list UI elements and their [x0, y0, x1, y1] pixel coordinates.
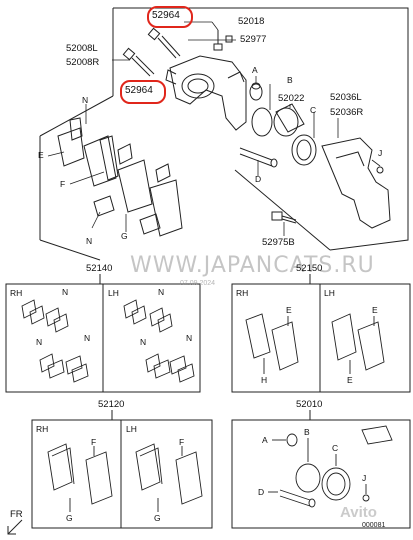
main-assembly-frame — [39, 7, 409, 261]
piston-seal-b — [251, 107, 273, 137]
kit-52120-code: 52120 — [98, 399, 125, 410]
kit-52140-n3: N — [84, 333, 91, 343]
kit-52140-code: 52140 — [86, 263, 113, 274]
kit-52010-code: 52010 — [296, 399, 323, 410]
avito-watermark: Avito — [340, 504, 377, 521]
label-g-top: G — [121, 231, 128, 241]
kit-52140-n5: N — [140, 337, 147, 347]
caliper-body — [165, 55, 247, 131]
kit-52150-e3: E — [347, 375, 353, 385]
front-direction-arrow — [7, 519, 23, 535]
kit-52010-parts — [268, 425, 393, 508]
kit-box-52140 — [5, 274, 201, 393]
bolt-52975b — [271, 211, 297, 224]
label-52036l: 52036L — [330, 92, 362, 103]
guide-pin-d — [239, 147, 278, 168]
label-e-top: E — [38, 150, 44, 160]
kit-52120-lh: LH — [126, 424, 137, 434]
kit-52140-n1: N — [62, 287, 69, 297]
label-52018: 52018 — [238, 16, 265, 27]
label-52008r: 52008R — [66, 57, 100, 68]
drawing-code: 000081 — [362, 522, 386, 529]
kit-52150-h1: H — [261, 375, 268, 385]
kit-52010-d: D — [258, 487, 265, 497]
watermark-date: 07.09.2024 — [180, 280, 216, 287]
label-52008l: 52008L — [66, 43, 98, 54]
dust-seal-c — [291, 134, 317, 166]
kit-52120-f1: F — [91, 437, 97, 447]
kit-52140-rh: RH — [10, 288, 23, 298]
kit-52150-pads — [245, 313, 385, 374]
watermark-text: WWW.JAPANCATS.RU — [130, 253, 375, 278]
kit-52150-e2: E — [372, 305, 378, 315]
upper-pad-group — [57, 117, 183, 237]
highlight-52964-mid — [120, 80, 166, 104]
front-direction-label: FR — [10, 509, 23, 520]
label-d-top: D — [255, 174, 262, 184]
kit-52120-rh: RH — [36, 424, 49, 434]
label-n1-top: N — [82, 95, 89, 105]
label-52964-mid: 52964 — [125, 85, 153, 96]
kit-52140-n6: N — [186, 333, 193, 343]
label-52975b: 52975B — [262, 237, 295, 248]
kit-52010-b: B — [304, 427, 310, 437]
highlight-52964-top — [147, 6, 193, 28]
label-j-top: J — [378, 148, 383, 158]
kit-52150-rh: RH — [236, 288, 249, 298]
kit-box-52150 — [231, 274, 411, 393]
kit-52120-f2: F — [179, 437, 185, 447]
label-a-top: A — [252, 65, 258, 75]
kit-52120-g1: G — [66, 513, 73, 523]
kit-52150-e1: E — [286, 305, 292, 315]
label-52977: 52977 — [240, 34, 267, 45]
kit-52010-j: J — [362, 473, 367, 483]
kit-52140-n4: N — [158, 287, 165, 297]
kit-box-52010 — [231, 410, 411, 529]
guide-pin-52964-mid — [122, 47, 155, 77]
kit-52010-c: C — [332, 443, 339, 453]
guide-pin-52964-top — [147, 27, 181, 59]
bleeder-screw — [213, 30, 233, 51]
kit-box-52120 — [31, 410, 213, 529]
piston — [273, 103, 305, 137]
leader-lines-upper — [47, 21, 381, 236]
kit-52140-n2: N — [36, 337, 43, 347]
label-c-top: C — [310, 105, 317, 115]
kit-52120-pads — [47, 443, 203, 512]
label-n2-top: N — [86, 236, 93, 246]
kit-52140-lh: LH — [108, 288, 119, 298]
kit-52150-code: 52150 — [296, 263, 323, 274]
kit-52150-lh: LH — [324, 288, 335, 298]
label-f-top: F — [60, 179, 66, 189]
label-52022: 52022 — [278, 93, 305, 104]
boot-a — [249, 82, 263, 101]
kit-52010-a: A — [262, 435, 268, 445]
caliper-bracket — [321, 137, 391, 229]
kit-52120-g2: G — [154, 513, 161, 523]
label-52036r: 52036R — [330, 107, 364, 118]
kit-52140-shims — [21, 299, 195, 383]
label-52964-top: 52964 — [152, 10, 180, 21]
label-b-top: B — [287, 75, 293, 85]
